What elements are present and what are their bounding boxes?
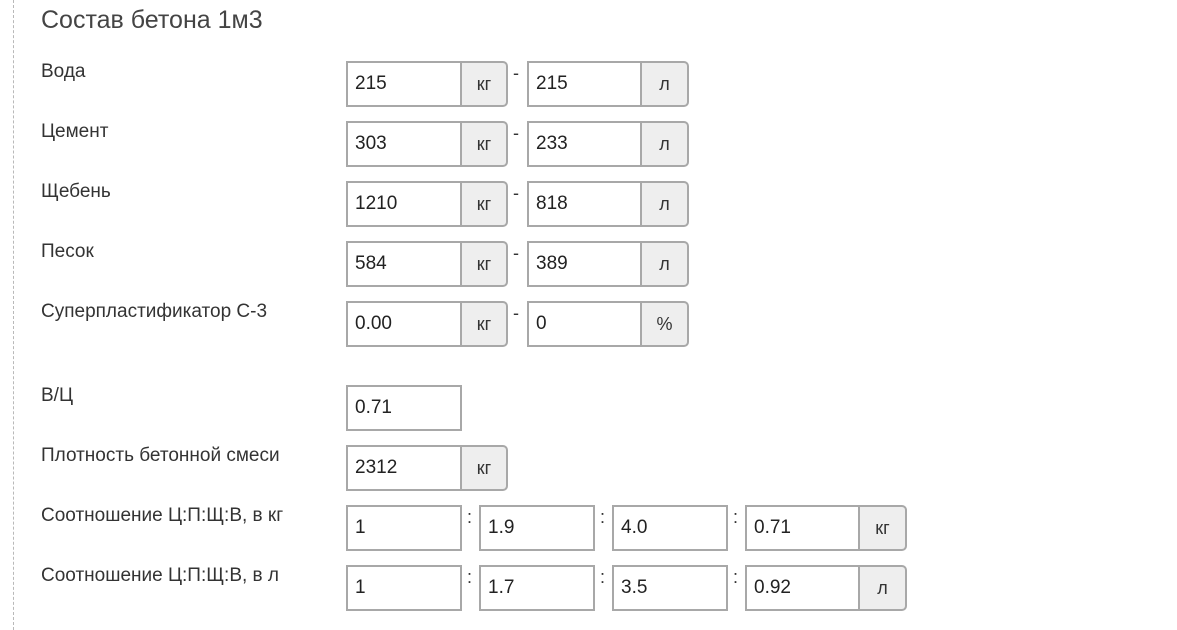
cement-volume-input[interactable] [527, 121, 642, 167]
water-dash: - [513, 63, 519, 83]
gravel-mass-group: кг [346, 181, 508, 227]
sand-volume-input[interactable] [527, 241, 642, 287]
ratio-kg-cement-input[interactable] [346, 505, 462, 551]
ratio-kg-colon-3: : [733, 507, 739, 527]
density-input[interactable] [346, 445, 462, 491]
ratio-l-sand-input[interactable] [479, 565, 595, 611]
ratio-kg-sand-input[interactable] [479, 505, 595, 551]
ratio-kg-colon-1: : [467, 507, 473, 527]
water-cement-group [346, 385, 462, 431]
superplasticizer-percent-input[interactable] [527, 301, 642, 347]
sand-mass-group: кг [346, 241, 508, 287]
ratio-kg-colon-2: : [600, 507, 606, 527]
ratio-l-water-group: л [745, 565, 907, 611]
cement-dash: - [513, 123, 519, 143]
ratio-kg-sand-group [479, 505, 595, 551]
sand-volume-group: л [527, 241, 689, 287]
density-unit: кг [462, 445, 508, 491]
superplasticizer-label: Суперпластификатор С-3 [41, 301, 268, 322]
ratio-l-cement-input[interactable] [346, 565, 462, 611]
density-group: кг [346, 445, 508, 491]
water-cement-input[interactable] [346, 385, 462, 431]
water-volume-unit: л [642, 61, 689, 107]
superplasticizer-percent-unit: % [642, 301, 689, 347]
water-mass-group: кг [346, 61, 508, 107]
ratio-kg-water-group: кг [745, 505, 907, 551]
ratio-kg-gravel-input[interactable] [612, 505, 728, 551]
ratio-l-gravel-input[interactable] [612, 565, 728, 611]
sand-label: Песок [41, 241, 94, 262]
sand-mass-unit: кг [462, 241, 508, 287]
left-dashed-border [13, 0, 14, 630]
ratio-kg-label: Соотношение Ц:П:Щ:В, в кг [41, 505, 284, 526]
superplasticizer-dash: - [513, 303, 519, 323]
sand-mass-input[interactable] [346, 241, 462, 287]
cement-mass-unit: кг [462, 121, 508, 167]
gravel-mass-unit: кг [462, 181, 508, 227]
ratio-l-cement-group [346, 565, 462, 611]
ratio-l-water-input[interactable] [745, 565, 860, 611]
cement-volume-unit: л [642, 121, 689, 167]
ratio-kg-water-input[interactable] [745, 505, 860, 551]
sand-dash: - [513, 243, 519, 263]
water-volume-input[interactable] [527, 61, 642, 107]
gravel-label: Щебень [41, 181, 111, 202]
gravel-volume-group: л [527, 181, 689, 227]
ratio-l-colon-1: : [467, 567, 473, 587]
cement-label: Цемент [41, 121, 109, 142]
ratio-l-sand-group [479, 565, 595, 611]
sand-volume-unit: л [642, 241, 689, 287]
superplasticizer-mass-unit: кг [462, 301, 508, 347]
gravel-volume-unit: л [642, 181, 689, 227]
ratio-l-colon-3: : [733, 567, 739, 587]
ratio-kg-gravel-group [612, 505, 728, 551]
water-volume-group: л [527, 61, 689, 107]
cement-mass-group: кг [346, 121, 508, 167]
ratio-kg-cement-group [346, 505, 462, 551]
page-title: Состав бетона 1м3 [41, 6, 263, 34]
water-cement-label: В/Ц [41, 385, 74, 406]
water-label: Вода [41, 61, 86, 82]
gravel-volume-input[interactable] [527, 181, 642, 227]
gravel-dash: - [513, 183, 519, 203]
water-mass-unit: кг [462, 61, 508, 107]
superplasticizer-percent-group: % [527, 301, 689, 347]
gravel-mass-input[interactable] [346, 181, 462, 227]
cement-mass-input[interactable] [346, 121, 462, 167]
superplasticizer-mass-input[interactable] [346, 301, 462, 347]
ratio-l-gravel-group [612, 565, 728, 611]
ratio-l-unit: л [860, 565, 907, 611]
ratio-kg-unit: кг [860, 505, 907, 551]
water-mass-input[interactable] [346, 61, 462, 107]
superplasticizer-mass-group: кг [346, 301, 508, 347]
ratio-l-label: Соотношение Ц:П:Щ:В, в л [41, 565, 280, 586]
cement-volume-group: л [527, 121, 689, 167]
ratio-l-colon-2: : [600, 567, 606, 587]
density-label: Плотность бетонной смеси [41, 445, 280, 466]
